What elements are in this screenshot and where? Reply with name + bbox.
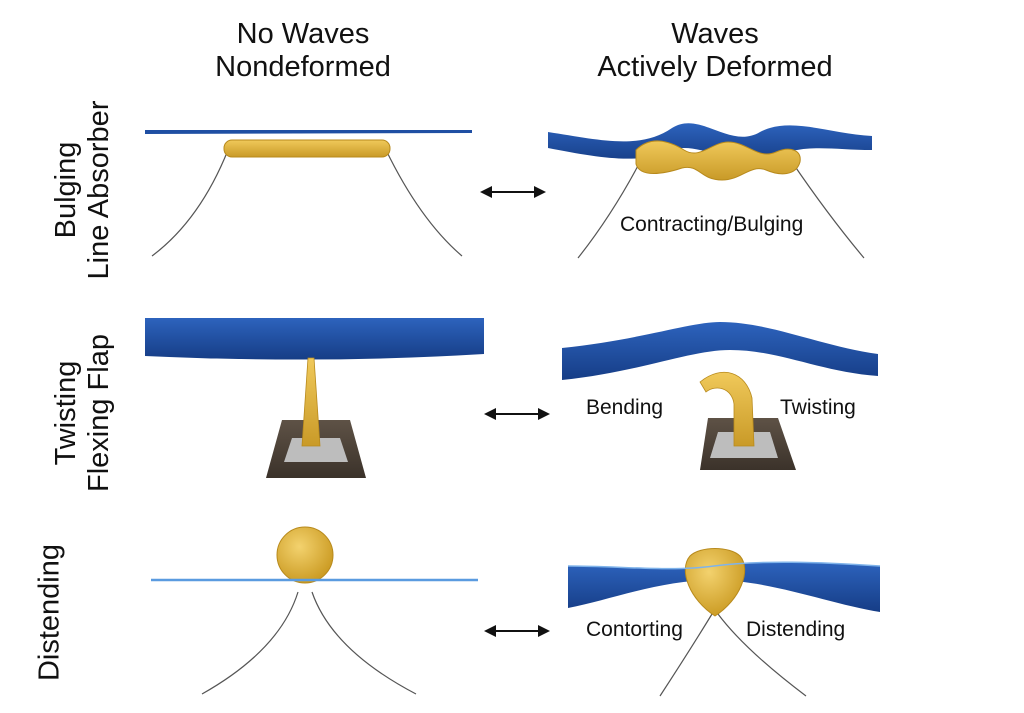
mooring-line: [311, 591, 417, 695]
double-headed-arrow: [480, 186, 546, 198]
diagram-canvas: [145, 123, 881, 697]
distending-bulb: [684, 548, 746, 617]
column-header-line2: Nondeformed: [215, 51, 391, 83]
water-slab: [562, 322, 878, 380]
mooring-line: [201, 591, 299, 695]
label-bending: Bending: [586, 396, 664, 419]
water-slab: [145, 318, 484, 360]
mooring-line: [791, 161, 865, 259]
double-headed-arrow: [484, 625, 550, 637]
water-surface: [548, 123, 872, 163]
flexing-flap-nondeformed: [145, 318, 484, 478]
column-header-waves: Waves Actively Deformed: [560, 18, 870, 84]
mooring-line: [577, 161, 641, 259]
distending-deformed: [567, 548, 881, 697]
water-line: [567, 561, 881, 570]
mooring-line: [717, 613, 807, 697]
column-header-no-waves: No Waves Nondeformed: [168, 18, 438, 84]
mooring-line: [659, 613, 713, 697]
bulging-absorber-deformed: [548, 123, 872, 259]
concrete-pad: [284, 438, 348, 462]
bulging-absorber-nondeformed: [145, 130, 472, 257]
distending-nondeformed: [151, 526, 478, 695]
water-surface: [568, 562, 880, 612]
double-headed-arrow: [484, 408, 550, 420]
absorber-tube: [223, 139, 391, 158]
label-contracting-bulging: Contracting/Bulging: [620, 213, 804, 236]
label-contorting: Contorting: [586, 618, 683, 641]
distending-ball: [276, 526, 334, 584]
flexing-flap-deformed: [562, 322, 878, 470]
label-twisting: Twisting: [780, 396, 856, 419]
absorber-tube: [635, 140, 801, 181]
column-header-line1: Waves: [671, 18, 759, 50]
mooring-line: [151, 149, 229, 257]
flap-post: [301, 357, 321, 447]
mooring-line: [385, 149, 463, 257]
flap-bent: [699, 371, 755, 447]
column-header-line1: No Waves: [236, 18, 370, 50]
column-header-line2: Actively Deformed: [597, 51, 833, 83]
water-surface: [145, 130, 472, 134]
label-distending: Distending: [746, 618, 846, 641]
